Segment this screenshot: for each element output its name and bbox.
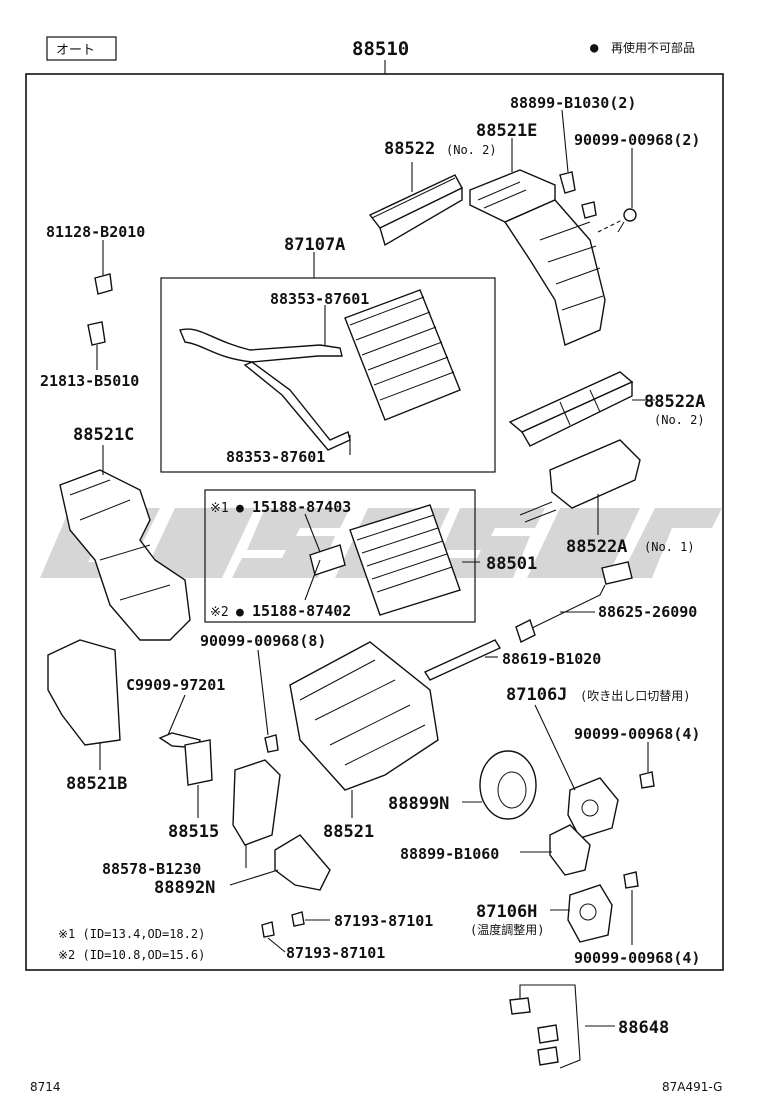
label-90099-4a: 90099-00968(4)	[574, 725, 700, 743]
harness-88648-drawing	[509, 984, 581, 1069]
mode-tag: オート	[56, 43, 95, 58]
damper-88522a-no2-drawing	[508, 371, 634, 447]
label-90099-top: 90099-00968(2)	[574, 131, 700, 149]
label-88522a-no1-note: (No. 1)	[644, 540, 695, 554]
screw-87193-a-drawing	[291, 911, 305, 927]
label-88522a-no2-note: (No. 2)	[654, 413, 705, 427]
leader-87193-b	[267, 937, 286, 953]
leader-88892n	[229, 869, 279, 886]
clip-88899-b1030-a-drawing	[559, 171, 576, 194]
damper-88522a-no1-drawing	[519, 439, 641, 523]
label-87107a: 87107A	[284, 235, 345, 255]
label-87106h: 87106H	[476, 902, 537, 922]
screw-90099-4b-drawing	[623, 871, 639, 889]
label-21813: 21813-B5010	[40, 372, 139, 390]
leader-90099-8	[257, 649, 269, 736]
servo-87106j-drawing	[567, 777, 619, 839]
label-90099-8: 90099-00968(8)	[200, 632, 326, 650]
legend-symbol: ●	[590, 40, 599, 56]
screw-90099-8-drawing	[264, 734, 279, 753]
label-88892n: 88892N	[154, 878, 215, 898]
dot-mark-1: ●	[236, 501, 244, 516]
evaporator-88501-drawing	[309, 504, 461, 616]
label-15188-87403: 15188-87403	[252, 498, 351, 516]
diagram-frame	[25, 73, 724, 971]
label-88625: 88625-26090	[598, 603, 697, 621]
clip-88899-b1030-b-drawing	[581, 201, 597, 219]
label-88353-b: 88353-87601	[226, 448, 325, 466]
note-1: ※1 (ID=13.4,OD=18.2)	[58, 927, 205, 941]
label-88521: 88521	[323, 822, 374, 842]
harness-88625-drawing	[515, 561, 633, 643]
mode-tag-box	[46, 36, 117, 61]
label-88522a-no2: 88522A	[644, 392, 705, 412]
clip-81128-drawing	[94, 273, 113, 295]
screw-90099-4a-drawing	[639, 771, 655, 789]
leader-87106j	[534, 704, 576, 791]
valve-88515-drawing	[184, 739, 213, 786]
filter-88522-drawing	[368, 174, 463, 247]
label-88899-b1030: 88899-B1030(2)	[510, 94, 636, 112]
label-88521c: 88521C	[73, 425, 134, 445]
evaporator-group-box	[204, 489, 476, 623]
note-2: ※2 (ID=10.8,OD=15.6)	[58, 948, 205, 962]
ref-mark-2: ※2	[210, 605, 229, 620]
seal-88619-drawing	[423, 639, 502, 681]
label-88522-note: (No. 2)	[446, 143, 497, 157]
label-88515: 88515	[168, 822, 219, 842]
label-87106h-note: (温度調整用)	[470, 922, 544, 937]
screw-87193-b-drawing	[261, 921, 275, 938]
gear-88899-b1060-drawing	[549, 824, 591, 876]
label-90099-4b: 90099-00968(4)	[574, 949, 700, 967]
legend-text: 再使用不可部品	[611, 40, 695, 55]
label-15188-87402: 15188-87402	[252, 602, 351, 620]
duct-88521e-drawing	[469, 169, 606, 346]
label-88521b: 88521B	[66, 774, 127, 794]
label-87193-a: 87193-87101	[334, 912, 433, 930]
label-88521e: 88521E	[476, 121, 537, 141]
gasket-88578-drawing	[232, 759, 281, 846]
leader-c9909	[167, 694, 186, 736]
blower-88899n-drawing	[479, 750, 537, 820]
footer-page: 8714	[30, 1080, 61, 1094]
dot-mark-2: ●	[236, 605, 244, 620]
label-87106j-note: (吹き出し口切替用)	[580, 689, 690, 703]
heater-core-group-box	[160, 277, 496, 473]
label-88619: 88619-B1020	[502, 650, 601, 668]
case-88521c-drawing	[59, 469, 191, 641]
screw-90099-top-drawing	[597, 208, 637, 233]
leader-88899-b1030	[561, 109, 569, 173]
label-88353-a: 88353-87601	[270, 290, 369, 308]
label-88578: 88578-B1230	[102, 860, 201, 878]
label-88899-b1060: 88899-B1060	[400, 845, 499, 863]
panel-88521b-drawing	[47, 639, 121, 746]
ref-mark-1: ※1	[210, 501, 229, 516]
label-87193-b: 87193-87101	[286, 944, 385, 962]
label-88522: 88522	[384, 139, 435, 159]
label-81128: 81128-B2010	[46, 223, 145, 241]
clip-21813-drawing	[87, 321, 106, 346]
label-88501: 88501	[486, 554, 537, 574]
linkage-88892n-drawing	[274, 834, 331, 891]
servo-87106h-drawing	[567, 884, 613, 943]
footer-drawing-id: 87A491-G	[662, 1080, 722, 1094]
assembly-number: 88510	[352, 38, 409, 60]
heater-core-87107a-drawing	[179, 289, 461, 451]
case-88521-drawing	[289, 641, 439, 791]
leader-15188-87403	[304, 513, 321, 553]
label-c9909: C9909-97201	[126, 676, 225, 694]
label-88648: 88648	[618, 1018, 669, 1038]
leader-15188-87402	[304, 559, 321, 601]
label-87106j: 87106J	[506, 685, 567, 705]
label-88522a-no1: 88522A	[566, 537, 627, 557]
label-88899n: 88899N	[388, 794, 449, 814]
